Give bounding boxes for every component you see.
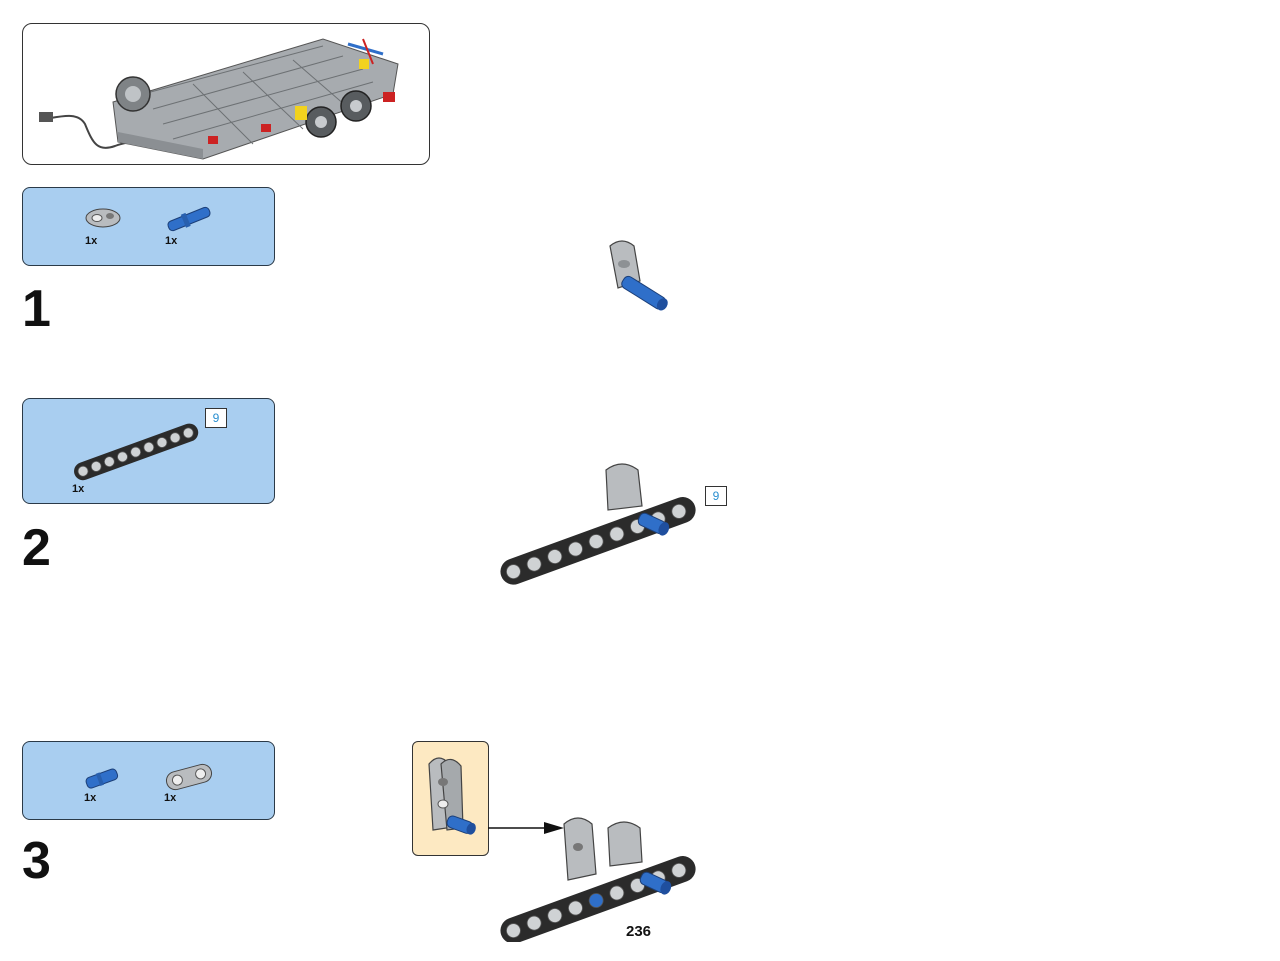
beam-9-icon xyxy=(74,423,199,481)
step-2-assembly-image xyxy=(500,463,696,585)
sub-assembly-callout xyxy=(412,741,489,856)
step-1-assembly-image xyxy=(609,240,668,311)
beam-length-badge: 9 xyxy=(205,408,227,428)
step-1-part-1-qty: 1x xyxy=(85,235,98,247)
overview-panel xyxy=(22,23,430,165)
arrow-icon xyxy=(488,822,564,834)
page-number: 236 xyxy=(626,923,652,940)
step-3-number: 3 xyxy=(22,832,51,890)
step-3-part-1-qty: 1x xyxy=(84,792,97,804)
technic-connector-icon xyxy=(85,208,121,228)
blue-pin-icon xyxy=(85,768,119,789)
step-1-part-2-qty: 1x xyxy=(165,235,178,247)
step-3-part-2-qty: 1x xyxy=(164,792,177,804)
chassis-overview-image xyxy=(39,38,399,160)
step-1-parts-list: 1x 1x xyxy=(22,187,275,266)
step-1-number: 1 xyxy=(22,280,51,338)
step-3-parts-list: 1x 1x xyxy=(22,741,275,820)
blue-axle-pin-icon xyxy=(167,206,211,232)
step-2-parts-list: 9 1x xyxy=(22,398,275,504)
double-connector-icon xyxy=(165,763,213,791)
sub-assembly-image xyxy=(428,757,476,835)
step-2-part-1-qty: 1x xyxy=(72,483,85,495)
step-2-number: 2 xyxy=(22,519,51,577)
step-3-assembly-image xyxy=(500,817,696,942)
assembly-length-badge: 9 xyxy=(705,486,727,506)
